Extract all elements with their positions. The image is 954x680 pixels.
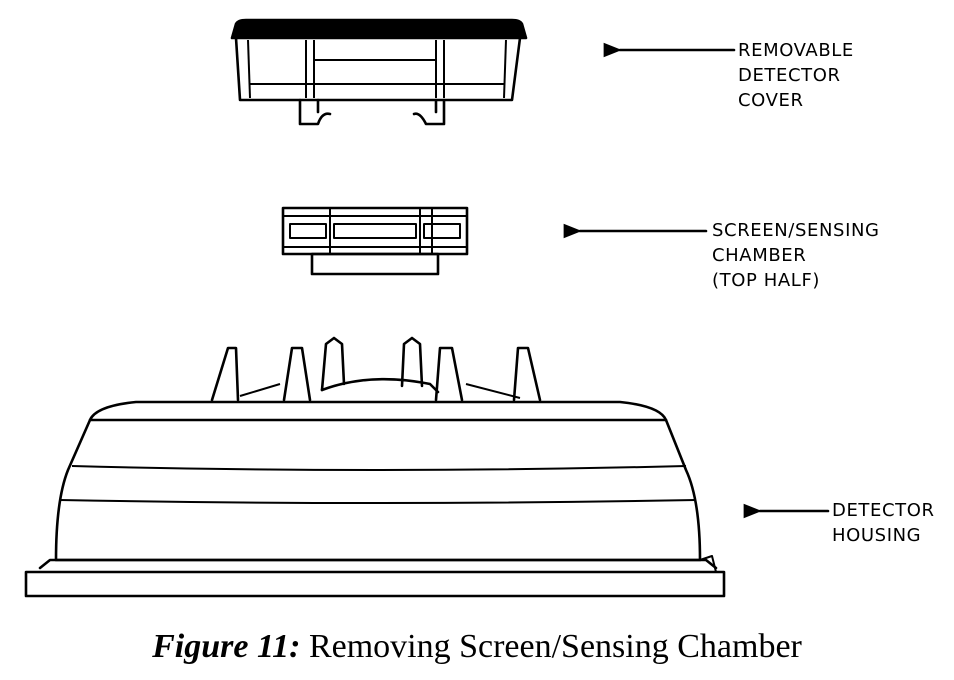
cover-label-line-3: COVER xyxy=(738,90,804,111)
housing-label-line-1: DETECTOR xyxy=(832,500,935,521)
cover-label-line-2: DETECTOR xyxy=(738,65,841,86)
detector-housing xyxy=(24,336,726,598)
removable-detector-cover xyxy=(230,18,528,126)
housing-label-line-2: HOUSING xyxy=(832,525,922,546)
figure-caption: Figure 11: Removing Screen/Sensing Chamb… xyxy=(0,628,954,666)
screen-sensing-chamber xyxy=(281,206,469,276)
cover-label-line-1: REMOVABLE xyxy=(738,40,854,61)
chamber-label: SCREEN/SENSING CHAMBER (TOP HALF) xyxy=(712,218,880,293)
housing-label: DETECTOR HOUSING xyxy=(832,498,935,548)
figure-caption-text: Removing Screen/Sensing Chamber xyxy=(300,628,802,665)
exploded-detector-diagram xyxy=(24,18,830,598)
cover-label: REMOVABLE DETECTOR COVER xyxy=(738,38,854,113)
figure-number: Figure 11: xyxy=(152,628,301,665)
chamber-label-line-3: (TOP HALF) xyxy=(712,270,821,291)
chamber-label-line-2: CHAMBER xyxy=(712,245,807,266)
chamber-label-line-1: SCREEN/SENSING xyxy=(712,220,880,241)
